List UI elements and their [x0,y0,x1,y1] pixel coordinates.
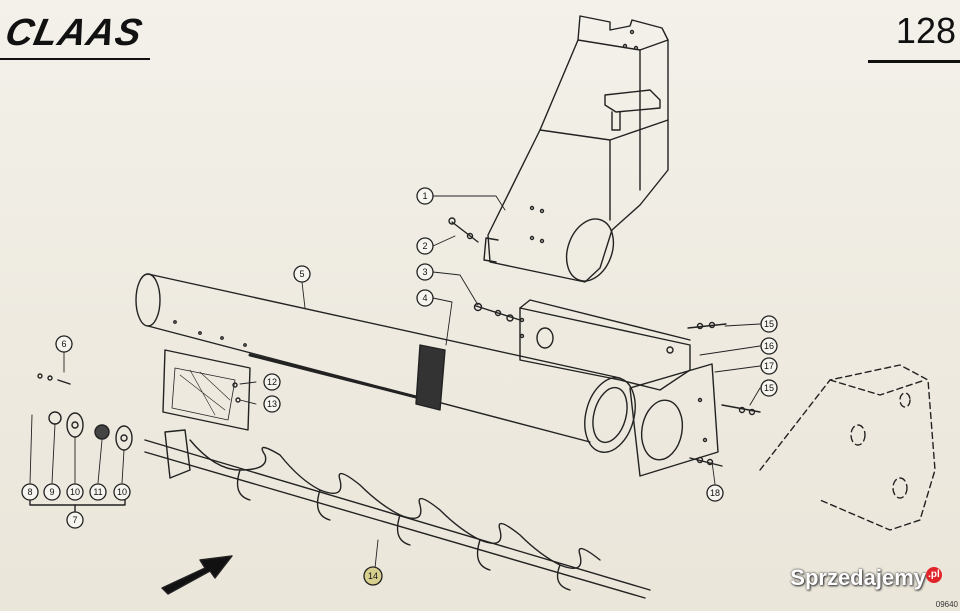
callout-10a: 10 [66,483,84,501]
mounting-bracket [519,299,691,391]
svg-text:16: 16 [764,341,774,351]
callout-12: 12 [263,373,281,391]
watermark-text: Sprzedajemy [790,565,926,590]
svg-text:8: 8 [27,487,32,497]
callout-4: 4 [416,289,434,307]
svg-text:12: 12 [267,377,277,387]
callout-17: 17 [760,357,778,375]
page-number: 128 [895,10,956,51]
chute-part [483,15,669,283]
svg-text:10: 10 [70,487,80,497]
callout-2: 2 [416,237,434,255]
svg-text:17: 17 [764,361,774,371]
callout-11: 11 [89,483,107,501]
svg-text:4: 4 [422,293,427,303]
direction-arrow-icon [161,555,233,595]
callout-9: 9 [43,483,61,501]
callout-16: 16 [760,337,778,355]
svg-text:1: 1 [422,191,427,201]
adjacent-housing-outline [759,364,936,531]
callout-1: 1 [416,187,434,205]
callout-3: 3 [416,263,434,281]
inspection-plate [162,349,251,431]
svg-text:7: 7 [72,515,77,525]
auger-screw [144,429,651,599]
logo-underline [0,58,150,60]
svg-text:6: 6 [61,339,66,349]
svg-text:13: 13 [267,399,277,409]
drawing-code: 09640 [935,600,958,609]
svg-text:3: 3 [422,267,427,277]
page-number-underline [868,60,960,63]
bolt-parts [448,217,521,322]
svg-text:15: 15 [764,383,774,393]
leader-lines [29,195,761,569]
watermark-badge: .pl [926,566,942,583]
callout-18: 18 [706,484,724,502]
callout-10b: 10 [113,483,131,501]
svg-text:14: 14 [368,571,378,581]
svg-text:10: 10 [117,487,127,497]
callout-13: 13 [263,395,281,413]
callout-6: 6 [55,335,73,353]
svg-text:15: 15 [764,319,774,329]
svg-text:11: 11 [93,487,102,497]
callout-8: 8 [21,483,39,501]
callout-7: 7 [66,511,84,529]
auger-tube [135,273,621,443]
callout-5: 5 [293,265,311,283]
sprzedajemy-watermark: Sprzedajemy.pl [790,565,942,591]
callout-14: 14 [363,566,383,586]
callout-15b: 15 [760,379,778,397]
svg-text:18: 18 [710,488,720,498]
svg-text:5: 5 [299,269,304,279]
flange-plate [629,363,719,477]
svg-text:2: 2 [422,241,427,251]
bolt-set-18 [687,321,761,467]
svg-text:9: 9 [49,487,54,497]
callout-15a: 15 [760,315,778,333]
